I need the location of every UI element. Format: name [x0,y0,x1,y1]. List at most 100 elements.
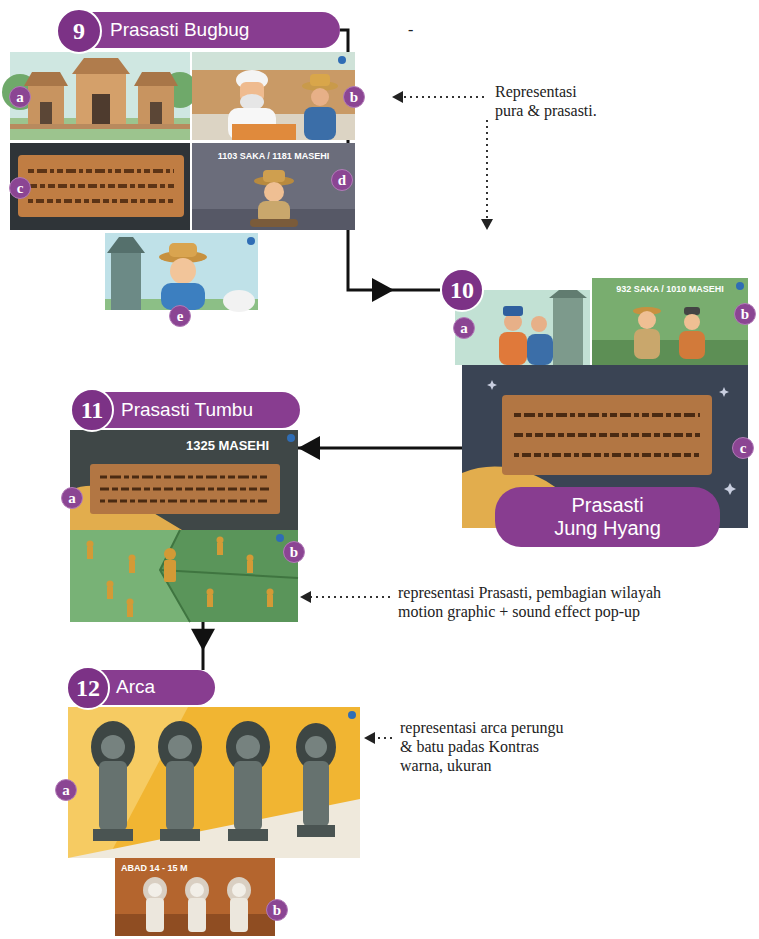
statue-scene [115,858,275,936]
callout-letter: a [61,487,83,509]
character-scene [527,334,553,365]
annotation-note: representasi Prasasti, pembagian wilayah… [398,583,684,621]
statue-scene [305,736,327,758]
screenshot-panel: a [455,290,590,365]
statue-scene [232,883,246,897]
territory-map [164,560,176,582]
temple-scene [76,74,126,126]
territory-map [87,537,274,618]
statue-scene [348,711,356,719]
territory-map [267,589,274,596]
screenshot-panel: 1325 MASEHIa [70,430,298,530]
temple-scene [10,124,190,129]
statue-scene [297,825,335,837]
territory-map [247,555,254,562]
temple-scene [72,58,130,74]
statue-scene [168,735,192,759]
character-scene [264,182,284,202]
statue-scene [234,761,262,831]
character-scene [736,282,744,290]
inscription-scene [719,387,729,397]
screen-caption: 1325 MASEHI [170,438,285,454]
territory-map [164,548,176,560]
territory-map [276,534,284,542]
title-pill: Prasasti Bugbug9 [72,12,340,48]
territory-map [87,541,94,548]
callout-letter: c [9,177,31,199]
statue-scene [68,707,360,858]
callout-letter: a [9,86,31,108]
inscription-scene [28,199,174,203]
callout-letter: d [331,169,353,191]
title-pill: Arca12 [80,670,215,705]
leader-line [402,96,484,98]
territory-map [87,547,93,559]
statue-scene [228,829,268,841]
leader-arrowhead [364,732,375,744]
character-scene [169,243,197,257]
inscription-scene [70,430,298,530]
character-scene [499,332,527,365]
character-scene [679,331,705,359]
inscription-scene [502,395,712,475]
callout-letter: a [453,317,475,339]
territory-map [129,561,135,573]
arrowhead [298,436,320,460]
character-scene [263,170,285,182]
inscription-scene [70,430,298,530]
character-scene [531,316,547,332]
character-scene [223,290,255,312]
screenshot-panel: b [70,530,298,622]
inscription-scene [28,184,174,188]
inscription-scene [90,464,280,514]
temple-scene [24,72,68,86]
character-scene [192,143,355,230]
territory-map [160,570,298,578]
statue-scene [68,707,360,858]
flow-connector [298,447,462,450]
leader-line [486,120,488,220]
screenshot-panel: a [68,707,360,858]
territory-map [129,555,136,562]
character-scene [304,107,336,140]
territory-map [70,530,298,622]
statue-scene [303,761,329,827]
territory-map [267,595,273,607]
annotation-note: Representasi pura & prasasti. [495,82,603,120]
statue-scene [236,735,260,759]
step-number: 12 [76,676,100,700]
step-number-circle: 11 [70,388,114,432]
callout-letter: b [266,899,288,921]
leader-arrowhead [300,591,311,603]
statue-scene [99,761,127,831]
inscription-scene [514,413,700,417]
inscription-scene [487,380,497,390]
inscription-scene [100,488,270,491]
character-scene [553,298,583,365]
territory-map [70,530,298,622]
connector-group [298,436,462,460]
screenshot-panel: b [192,52,355,140]
character-scene [638,311,656,329]
screen-caption: 1103 SAKA / 1181 MASEHI [192,151,355,162]
character-scene [232,124,296,140]
character-scene [240,94,264,110]
character-scene [549,290,587,298]
callout-letter: c [732,437,754,459]
temple-scene [134,72,178,86]
leader-line [310,97,487,738]
screenshot-panel: e [105,233,258,310]
annotation-note: representasi arca perungu & batu padas K… [400,718,575,776]
territory-map [107,587,113,599]
temple-scene [10,52,190,140]
character-scene [311,88,329,106]
leader-arrowhead [392,91,403,103]
connector-group [191,622,215,670]
screenshot-panel: c [10,143,190,230]
section-title: Prasasti Bugbug [110,19,249,42]
leader-arrowhead [481,219,493,230]
inscription-scene [100,476,270,479]
inscription-scene [514,433,700,437]
section-title: Arca [116,676,155,699]
character-scene [250,219,298,227]
